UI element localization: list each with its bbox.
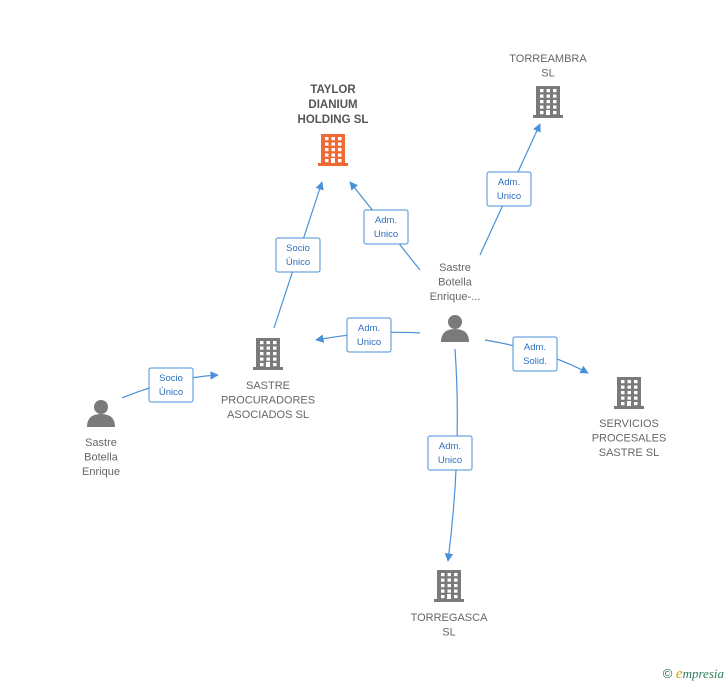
node-label: HOLDING SL: [298, 114, 369, 126]
node-torreambra[interactable]: TORREAMBRA SL: [509, 53, 587, 118]
node-label: Sastre: [439, 262, 471, 274]
footer-brand: © empresia: [663, 666, 724, 683]
node-label: SERVICIOS: [599, 418, 659, 430]
node-label: TORREAMBRA: [509, 53, 587, 65]
node-label: SASTRE: [246, 380, 290, 392]
edge-sastre_ena-to-torregasca: Adm. Unico: [427, 348, 473, 562]
edge-label-text: Adm.: [375, 215, 397, 226]
edge-label-box[interactable]: Adm. Unico: [363, 209, 409, 245]
edge-sastre_ena-to-servicios: Adm. Solid.: [484, 336, 589, 374]
node-label: Botella: [438, 277, 473, 289]
node-label: PROCURADORES: [221, 395, 315, 407]
building-icon: [318, 134, 348, 166]
building-icon: [533, 86, 563, 118]
edge-label-box[interactable]: Adm. Unico: [486, 171, 532, 207]
person-icon: [87, 400, 115, 427]
node-sastre_proc[interactable]: SASTRE PROCURADORES ASOCIADOS SL: [221, 338, 315, 421]
node-label: Botella: [84, 452, 119, 464]
edge-label-box[interactable]: Adm. Solid.: [512, 336, 558, 372]
edge-label-text: Unico: [497, 191, 521, 202]
edge-label-text: Socio: [159, 373, 183, 384]
node-sastre_ena[interactable]: SastreBotellaEnrique-...: [430, 262, 481, 342]
node-label: TORREGASCA: [411, 612, 488, 624]
edge-label-text: Unico: [357, 337, 381, 348]
node-torregasca[interactable]: TORREGASCA SL: [411, 570, 488, 639]
edge-label-text: Único: [159, 387, 183, 398]
person-icon: [441, 315, 469, 342]
copyright-symbol: ©: [662, 666, 673, 681]
node-label: SASTRE SL: [599, 447, 660, 459]
node-label: Sastre: [85, 437, 117, 449]
building-icon: [614, 377, 644, 409]
node-label: PROCESALES: [592, 433, 667, 445]
edge-label-text: Unico: [374, 229, 398, 240]
edge-label-text: Adm.: [439, 441, 461, 452]
edge-label-text: Solid.: [523, 356, 547, 367]
node-label: SL: [541, 68, 554, 80]
edge-label-box[interactable]: Adm. Unico: [346, 317, 392, 353]
edge-label-box[interactable]: Adm. Unico: [427, 435, 473, 471]
node-servicios[interactable]: SERVICIOS PROCESALES SASTRE SL: [592, 377, 667, 459]
node-label: Enrique-...: [430, 291, 481, 303]
edge-sastre_ena-to-taylor: Adm. Unico: [349, 181, 421, 271]
edge-sastre_ena-to-torreambra: Adm. Unico: [479, 123, 541, 256]
node-label: Enrique: [82, 466, 120, 478]
building-icon: [434, 570, 464, 602]
nodes-layer: TAYLOR DIANIUM HOLDING SL TORREAMBRA SL Sastr…: [82, 53, 666, 639]
node-label: TAYLOR: [310, 84, 356, 96]
brand-name: mpresia: [682, 666, 724, 681]
node-label: ASOCIADOS SL: [227, 409, 309, 421]
node-label: SL: [442, 627, 455, 639]
edge-label-text: Adm.: [358, 323, 380, 334]
brand-initial: e: [675, 666, 683, 682]
node-label: DIANIUM: [308, 99, 357, 111]
edge-sastre_ena-to-sastre_proc: Adm. Unico: [315, 317, 421, 353]
edge-label-text: Socio: [286, 243, 310, 254]
building-icon: [253, 338, 283, 370]
edge-label-text: Adm.: [498, 177, 520, 188]
edge-label-text: Unico: [438, 455, 462, 466]
edge-label-text: Único: [286, 257, 310, 268]
node-taylor[interactable]: TAYLOR DIANIUM HOLDING SL: [298, 84, 369, 166]
edge-label-text: Adm.: [524, 342, 546, 353]
